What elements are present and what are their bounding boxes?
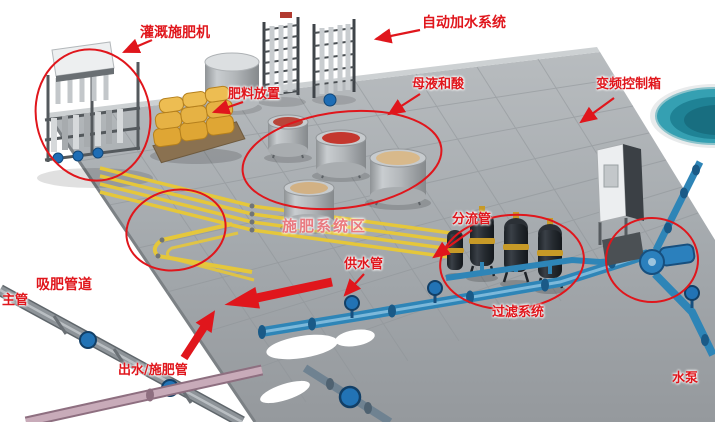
annotation-ellipse-pump [605, 217, 699, 303]
label-water-pump: 水泵 [672, 371, 699, 386]
annotation-ellipse-tanks [241, 109, 443, 211]
tank-red-small [264, 114, 312, 163]
label-fertilizer-storage: 肥料放置 [228, 87, 281, 102]
valve-handwheel [344, 280, 443, 318]
label-fertigation-zone: 施肥系统区 [282, 217, 368, 235]
annotation-arrow-manifold [432, 229, 473, 259]
label-outlet-pipe: 出水/施肥管 [118, 363, 188, 378]
label-water-supply-pipe: 供水管 [344, 257, 384, 272]
tank-beige [280, 179, 338, 234]
water-supply-pipe [258, 249, 650, 339]
label-filtration-system: 过滤系统 [492, 305, 545, 320]
label-stock-solution-acid: 母液和酸 [412, 77, 465, 92]
annotation-arrow-supply [343, 273, 365, 297]
valve-handwheel [79, 331, 97, 349]
annotation-arrow-bags [211, 99, 244, 115]
annotation-arrow-control-box [579, 97, 615, 124]
annotations [34, 28, 699, 361]
vfd-control-cabinet [596, 143, 644, 266]
label-main-pipe: 主管 [2, 293, 29, 308]
label-auto-water-system: 自动加水系统 [422, 15, 506, 31]
label-fertigation-machine: 灌溉施肥机 [140, 25, 210, 41]
outlet-pipe [24, 364, 264, 422]
annotation-arrow-machine [121, 38, 153, 54]
dosing-pump [92, 147, 104, 159]
annotation-arrow-suction-big [224, 277, 333, 309]
annotation-ellipse-pipes [125, 188, 227, 272]
water-pump [639, 160, 715, 357]
annotation-arrow-water-system [373, 28, 421, 44]
annotation-ellipse-machine [34, 48, 152, 182]
label-vfd-control-box: 变频控制箱 [596, 77, 662, 92]
dosing-pump [72, 150, 84, 162]
tank-tan [365, 148, 431, 210]
annotation-ellipse-filters [439, 213, 585, 311]
label-diversion-pipe: 分流管 [452, 212, 492, 227]
annotation-arrow-outlet-big [180, 310, 216, 361]
pool [650, 84, 715, 148]
label-suction-pipe: 吸肥管道 [36, 277, 92, 293]
auto-water-frames [258, 12, 356, 107]
annotation-arrow-tanks [387, 93, 421, 116]
whiteout-marks [260, 329, 375, 404]
fertilizer-bags [150, 85, 246, 164]
dosing-manifold [51, 74, 123, 152]
tank-red [312, 129, 370, 182]
bottom-valve [302, 364, 393, 422]
stock-solution-tanks [264, 114, 431, 234]
